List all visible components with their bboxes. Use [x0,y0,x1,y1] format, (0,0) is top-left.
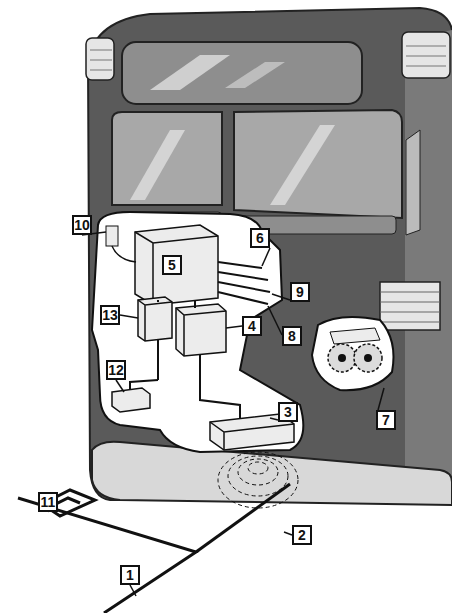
antenna-module [106,226,118,246]
light-stripe [90,60,112,61]
destination-window [122,42,362,104]
signal-wave [238,459,278,485]
module-box [138,297,172,341]
callout-number: 5 [162,255,182,275]
callout-number: 13 [100,305,120,325]
side-window [406,130,420,235]
wire [157,300,159,302]
callout-number: 10 [72,215,92,235]
callout-number: 8 [282,326,302,346]
signal-wave [248,462,268,474]
ground-loop [18,498,196,613]
leader-line [268,306,282,335]
signal-wave [218,452,298,508]
bus-side [405,30,452,500]
window-reflection [130,130,185,200]
cutaway-area [312,317,394,390]
callout-number: 11 [38,492,58,512]
window-reflection [225,62,285,88]
callout-number: 2 [292,525,312,545]
leader-line [272,294,290,300]
light-stripe [380,312,440,313]
wire [218,272,268,280]
callout-number: 3 [278,402,298,422]
windshield [234,110,402,218]
light-stripe [406,56,446,57]
gear-hub [364,354,372,362]
wire [218,292,268,304]
light-stripe [380,322,440,323]
marker-light [86,38,114,80]
ground-loop [196,484,290,552]
windshield [112,112,222,205]
box-edge [176,308,226,356]
callout-number: 9 [290,282,310,302]
door-mechanism [330,328,380,344]
leader-line [120,315,138,318]
light-stripe [380,292,440,293]
leader-line [116,380,124,392]
leader-line [262,248,270,266]
leader-line [284,532,292,535]
gear-hub [338,354,346,362]
callout-number: 6 [250,228,270,248]
wire [218,282,270,292]
light-stripe [406,46,446,47]
wire [112,246,136,262]
window-reflection [150,55,230,90]
control-unit [135,225,218,305]
callout-number: 1 [120,565,140,585]
light-stripe [406,66,446,67]
cutaway-area [92,212,303,452]
callout-number: 4 [242,316,262,336]
callout-number: 12 [106,360,126,380]
leader-line [378,388,384,410]
bus-body [88,8,452,500]
leader-line [270,418,278,420]
tail-light [380,282,440,330]
light-stripe [90,50,112,51]
window-reflection [270,125,335,205]
module-box [112,388,150,412]
box-edge [138,300,172,341]
box-edge [135,232,218,305]
module-box [176,304,226,356]
wire [218,262,262,268]
leader-line [226,326,242,328]
wire [130,380,158,390]
signal-wave [228,456,288,496]
leader-line [130,585,136,596]
box-edge [210,422,294,450]
wire [157,340,159,380]
gear [354,344,382,372]
gear [328,344,356,372]
light-stripe [380,302,440,303]
wire [200,355,240,418]
marker-light [402,32,450,78]
wire [194,300,196,308]
light-stripe [90,70,112,71]
callout-number: 7 [376,410,396,430]
